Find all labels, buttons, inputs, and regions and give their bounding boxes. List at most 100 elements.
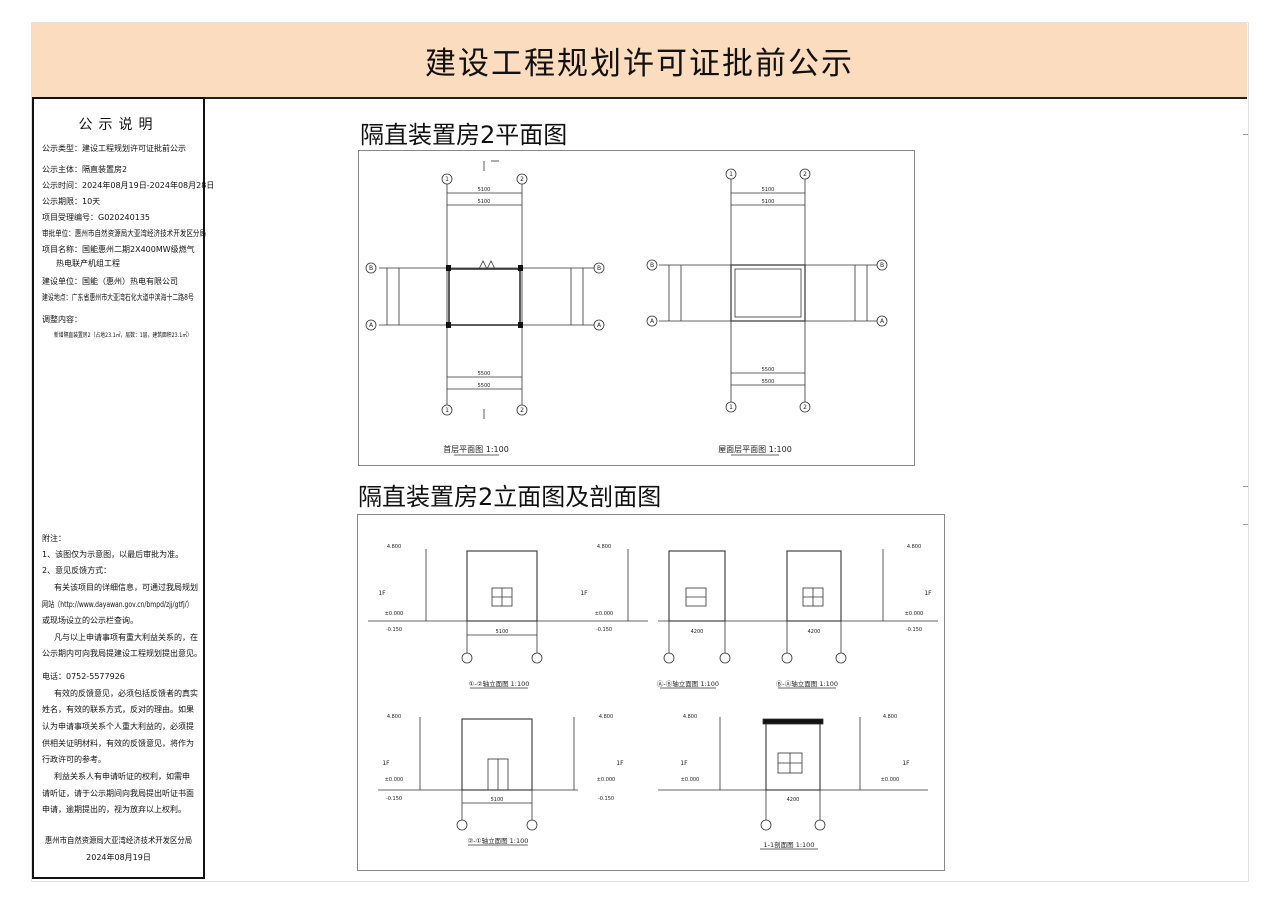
elevation-caption: ②-①轴立面图 1:100 (468, 836, 529, 845)
level-label: 4.800 (387, 544, 401, 550)
level-label: ±0.000 (595, 611, 614, 617)
elevation-drawing: 5100 4200 4200 5100 4200 4.800 ±0.000 -0… (368, 544, 938, 850)
axis-label: A (650, 318, 655, 325)
dim-label: 5100 (496, 629, 509, 635)
issue-date: 2024年08月19日 (86, 853, 151, 862)
level-label: ±0.000 (881, 777, 900, 783)
notice-location: 建设地点：广东省惠州市大亚湾石化大道中滨海十二路8号 (42, 293, 194, 302)
elevation-caption: Ⓑ-Ⓐ轴立面图 1:100 (776, 679, 838, 688)
note-5: 或现场设立的公示栏查询。 (42, 616, 138, 625)
level-label: 4.800 (597, 544, 611, 550)
axis-label: 1 (445, 407, 449, 414)
floor-label: 1F (902, 760, 910, 767)
edge-mark (1243, 524, 1248, 525)
notice-title: 公示说明 (78, 117, 159, 133)
level-label: 4.800 (387, 714, 401, 720)
notice-phone: 电话：0752-5577926 (42, 672, 125, 681)
level-label: ±0.000 (385, 777, 404, 783)
axis-label: A (880, 318, 885, 325)
title-banner: 建设工程规划许可证批前公示 (32, 23, 1247, 99)
dim-label: 4200 (787, 797, 800, 803)
level-label: 4.800 (907, 544, 921, 550)
note-6: 凡与以上申请事项有重大利益关系的，在 (54, 633, 198, 642)
note-1: 1、该图仅为示意图，以最后审批为准。 (42, 550, 184, 559)
dim-label: 5500 (762, 367, 775, 373)
elevation-heading: 隔直装置房2立面图及剖面图 (358, 483, 662, 511)
floor-label: 1F (680, 760, 688, 767)
axis-label: 1 (445, 176, 449, 183)
dim-label: 5100 (762, 187, 775, 193)
level-label: -0.150 (596, 627, 612, 633)
level-label: 4.800 (683, 714, 697, 720)
level-label: -0.150 (598, 796, 614, 802)
plan-heading: 隔直装置房2平面图 (360, 121, 568, 149)
edge-mark (1243, 486, 1248, 487)
notice-type: 公示类型：建设工程规划许可证批前公示 (42, 144, 186, 153)
dim-label: 5500 (762, 379, 775, 385)
roof-plan-caption: 屋面层平面图 1:100 (718, 445, 792, 454)
axis-label: B (650, 262, 654, 269)
feedback-2: 姓名，有效的联系方式，反对的理由。如果 (42, 705, 194, 714)
section-caption: 1-1剖面图 1:100 (764, 840, 815, 849)
feedback-5: 行政许可的参考。 (42, 755, 106, 764)
level-label: 4.800 (883, 714, 897, 720)
floor-plan-caption: 首层平面图 1:100 (443, 444, 509, 454)
dim-label: 4200 (808, 629, 821, 635)
notice-project-name-cont: 热电联产机组工程 (56, 259, 120, 268)
notice-project-no: 项目受理编号：G020240135 (42, 213, 151, 222)
plan-drawing-panel: 1 2 1 2 B A B A 1 2 1 2 B A B A 5100 510… (358, 150, 915, 466)
floor-label: 1F (924, 590, 932, 597)
axis-label: 2 (803, 404, 807, 411)
note-7: 公示期内可向我局提建设工程规划提出意见。 (42, 649, 202, 658)
level-label: ±0.000 (385, 611, 404, 617)
notice-subject: 公示主体：隔直装置房2 (42, 165, 128, 174)
elevation-caption: Ⓐ-Ⓑ轴立面图 1:100 (657, 679, 719, 688)
axis-label: A (597, 322, 602, 329)
axis-label: B (880, 262, 884, 269)
dim-label: 5100 (491, 797, 504, 803)
axis-label: 2 (520, 176, 524, 183)
axis-label: 1 (729, 171, 733, 178)
level-label: 4.800 (599, 714, 613, 720)
feedback-7: 请听证，请于公示期间向我局提出听证书面 (42, 789, 194, 798)
level-label: -0.150 (386, 796, 402, 802)
notice-adjust-detail: 新增隔直装置房2（占地23.1㎡，层数：1层，建筑面积23.1㎡） (54, 332, 192, 339)
feedback-3: 认为申请事项关系个人重大利益的，必须提 (42, 722, 194, 731)
axis-label: 2 (520, 407, 524, 414)
notice-adjust-label: 调整内容： (42, 315, 82, 324)
floor-label: 1F (382, 760, 390, 767)
feedback-4: 供相关证明材料，有效的反馈意见，将作为 (42, 739, 194, 748)
level-label: -0.150 (386, 627, 402, 633)
elevation-caption: ①-②轴立面图 1:100 (469, 679, 530, 688)
floor-label: 1F (580, 590, 588, 597)
axis-label: 1 (729, 404, 733, 411)
dim-label: 5500 (478, 371, 491, 377)
level-label: -0.150 (906, 627, 922, 633)
level-label: ±0.000 (681, 777, 700, 783)
axis-label: A (369, 322, 374, 329)
notice-period: 公示期限：10天 (42, 197, 101, 206)
note-3: 有关该项目的详细信息，可通过我局规划 (54, 583, 198, 592)
edge-mark (1243, 134, 1248, 135)
plan-drawing: 1 2 1 2 B A B A 1 2 1 2 B A B A 5100 510… (365, 160, 888, 456)
axis-label: B (369, 265, 373, 272)
dim-label: 4200 (691, 629, 704, 635)
level-label: ±0.000 (905, 611, 924, 617)
axis-label: 2 (803, 171, 807, 178)
notice-time: 公示时间：2024年08月19日-2024年08月28日 (42, 181, 215, 190)
page-title: 建设工程规划许可证批前公示 (425, 45, 854, 82)
floor-label: 1F (378, 590, 386, 597)
note-4: 网站（http://www.dayawan.gov.cn/bmpd/zjj/gt… (42, 600, 193, 609)
level-label: ±0.000 (597, 777, 616, 783)
floor-label: 1F (616, 760, 624, 767)
dim-label: 5100 (478, 187, 491, 193)
note-2: 2、意见反馈方式： (42, 566, 112, 575)
feedback-8: 申请，逾期提出的，视为放弃以上权利。 (42, 805, 186, 814)
notice-builder: 建设单位：国能（惠州）热电有限公司 (42, 277, 178, 286)
notice-panel: 公示说明 公示类型：建设工程规划许可证批前公示 公示主体：隔直装置房2 公示时间… (32, 97, 214, 879)
feedback-1: 有效的反馈意见，必须包括反馈者的真实 (54, 689, 198, 698)
notice-review-unit: 审批单位：惠州市自然资源局大亚湾经济技术开发区分局 (42, 229, 206, 238)
axis-label: B (597, 265, 601, 272)
notes-label: 附注： (42, 534, 66, 543)
dim-label: 5100 (762, 199, 775, 205)
